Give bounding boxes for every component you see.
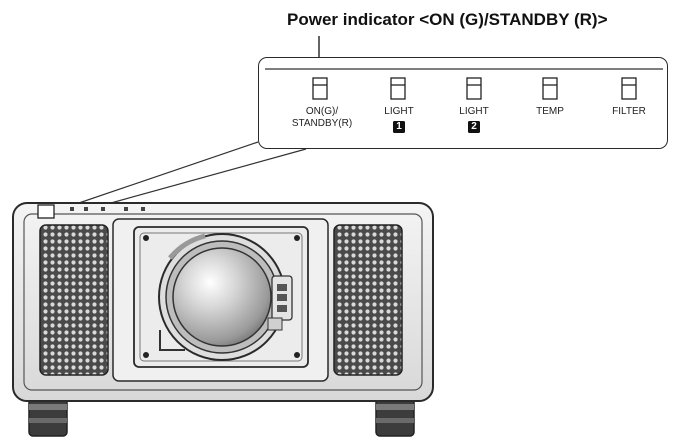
projector-feet bbox=[28, 395, 415, 437]
lens-lock-mechanism bbox=[267, 275, 293, 331]
callout-title: Power indicator <ON (G)/STANDBY (R)> bbox=[287, 10, 608, 29]
lamp-light2 bbox=[466, 77, 482, 100]
mini-indicators bbox=[70, 207, 145, 211]
lens-glass bbox=[172, 247, 272, 347]
label-temp: TEMP bbox=[536, 106, 564, 117]
label-light1: LIGHT bbox=[384, 106, 414, 117]
label-light2: LIGHT bbox=[459, 106, 489, 117]
lamp-filter bbox=[621, 77, 637, 100]
lamp-power bbox=[312, 77, 328, 100]
lamp-light1 bbox=[390, 77, 406, 100]
label-filter: FILTER bbox=[612, 106, 646, 117]
light2-number-badge: 2 bbox=[468, 121, 480, 133]
light1-number-badge: 1 bbox=[393, 121, 405, 133]
indicator-lamps bbox=[312, 77, 637, 100]
lamp-temp bbox=[542, 77, 558, 100]
indicator-panel: ON(G)/ STANDBY(R) LIGHT 1 LIGHT 2 TEMP F… bbox=[258, 57, 668, 149]
zoom-line-left bbox=[72, 141, 259, 206]
label-power: ON(G)/ STANDBY(R) bbox=[291, 106, 353, 129]
zoom-line-right bbox=[99, 148, 307, 207]
panel-inner-lines bbox=[265, 68, 663, 100]
grille-right bbox=[333, 224, 403, 376]
top-button bbox=[37, 204, 55, 219]
grille-left bbox=[39, 224, 109, 376]
